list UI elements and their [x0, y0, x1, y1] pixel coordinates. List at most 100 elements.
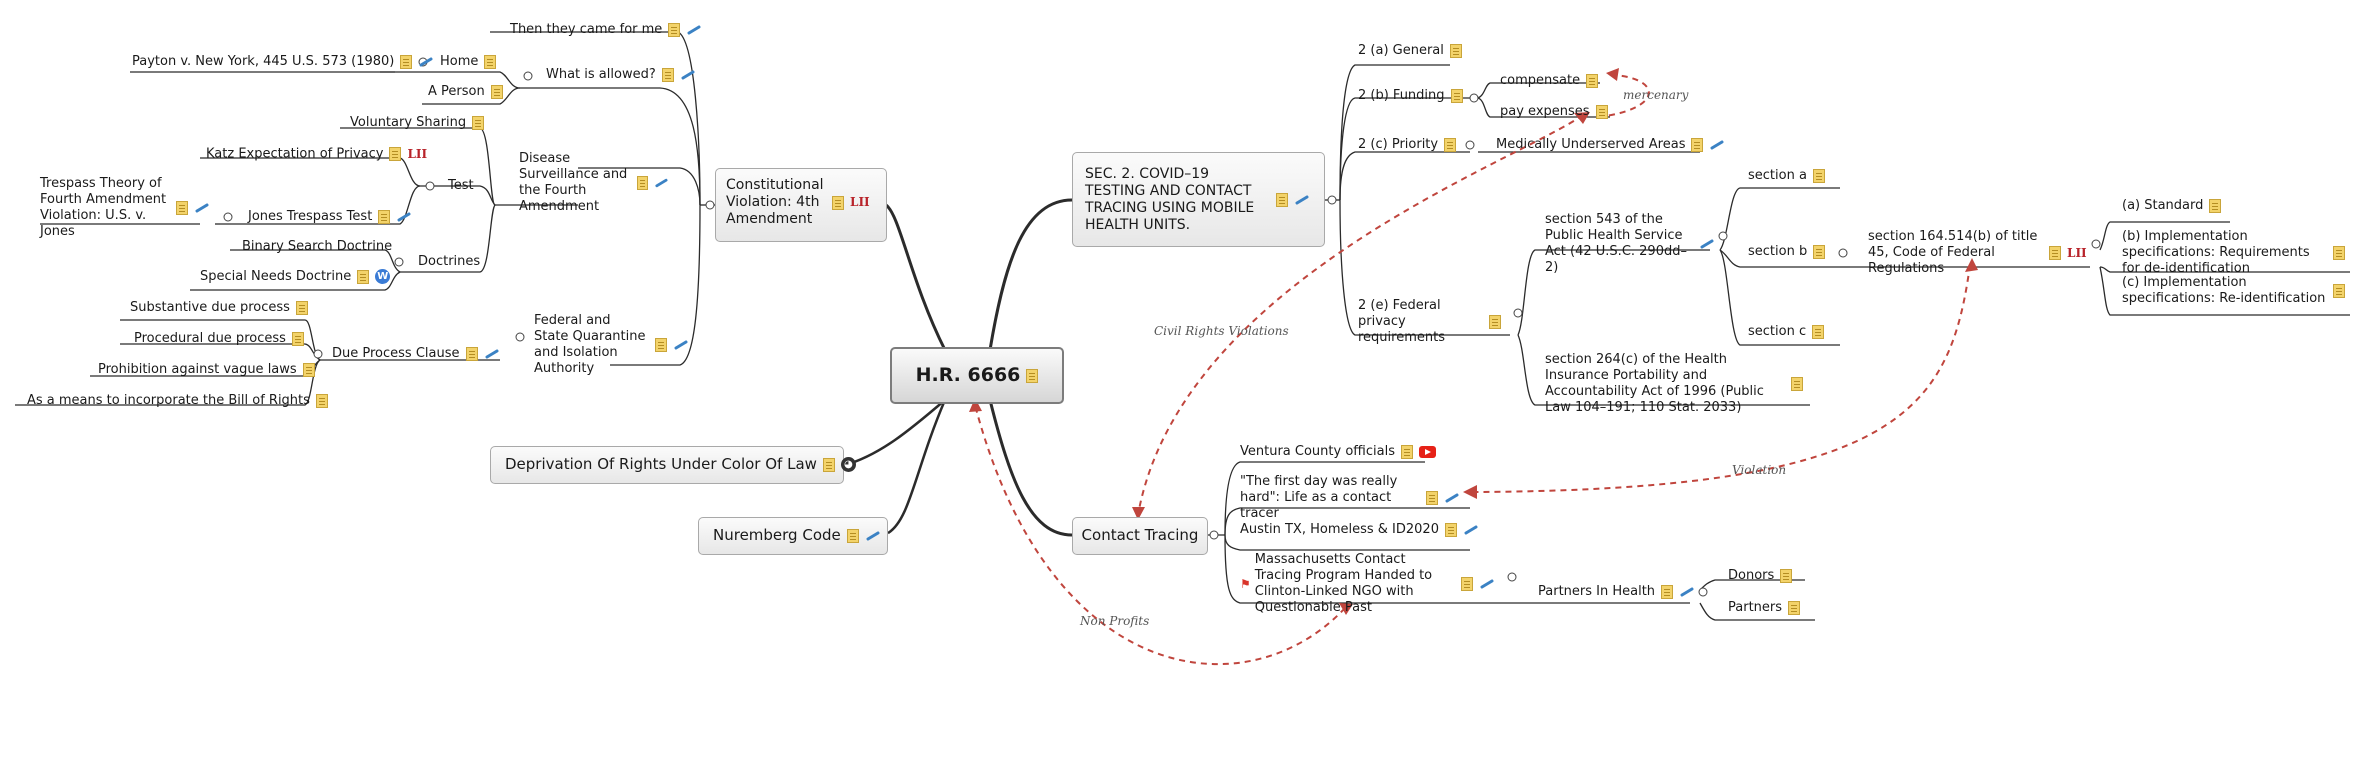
link-icon[interactable] [654, 176, 669, 190]
node-compensate[interactable]: compensate [1500, 73, 1599, 89]
node-section-a[interactable]: section a [1748, 168, 1825, 184]
note-icon[interactable] [822, 457, 835, 472]
link-icon[interactable] [1699, 237, 1715, 251]
note-icon[interactable] [1026, 368, 1039, 383]
note-icon[interactable] [295, 300, 308, 315]
node-jones[interactable]: Jones Trespass Test [248, 209, 412, 225]
root-topic[interactable]: H.R. 6666 [890, 347, 1064, 404]
note-icon[interactable] [636, 176, 649, 190]
note-icon[interactable] [378, 209, 391, 224]
node-section264[interactable]: section 264(c) of the Health Insurance P… [1545, 352, 1815, 416]
relation-violation[interactable]: Violation [1732, 463, 1787, 477]
clock-icon[interactable]: ◕ [840, 457, 856, 472]
node-section543[interactable]: section 543 of the Public Health Service… [1545, 212, 1725, 276]
note-icon[interactable] [655, 338, 667, 352]
node-section-b[interactable]: section b [1748, 244, 1826, 260]
note-icon[interactable] [484, 54, 497, 69]
note-icon[interactable] [2209, 198, 2222, 213]
lii-icon[interactable]: LII [407, 147, 428, 161]
node-funding[interactable]: 2 (b) Funding [1358, 88, 1463, 104]
note-icon[interactable] [1276, 192, 1288, 207]
note-icon[interactable] [1400, 444, 1413, 459]
note-icon[interactable] [472, 115, 485, 130]
node-incorporate[interactable]: As a means to incorporate the Bill of Ri… [27, 393, 328, 409]
link-icon[interactable] [194, 201, 210, 215]
node-underserved[interactable]: Medically Underserved Areas [1496, 137, 1725, 153]
note-icon[interactable] [2333, 246, 2345, 260]
note-icon[interactable] [1788, 600, 1801, 615]
node-federal-privacy[interactable]: 2 (e) Federal privacy requirements [1358, 298, 1518, 346]
node-home[interactable]: Home [440, 54, 497, 70]
relation-mercenary[interactable]: mercenary [1623, 88, 1689, 102]
node-ventura[interactable]: Ventura County officials [1240, 444, 1436, 460]
node-section-c[interactable]: section c [1748, 324, 1825, 340]
note-icon[interactable] [2049, 246, 2061, 260]
node-standard[interactable]: (a) Standard [2122, 198, 2222, 214]
lii-icon[interactable]: LII [850, 195, 870, 209]
topic-deprivation[interactable]: Deprivation Of Rights Under Color Of Law… [490, 446, 856, 484]
link-icon[interactable] [686, 23, 702, 37]
note-icon[interactable] [846, 528, 859, 543]
node-due-process[interactable]: Due Process Clause [332, 346, 500, 362]
link-icon[interactable] [1679, 585, 1695, 599]
link-icon[interactable] [1709, 138, 1725, 152]
note-icon[interactable] [1595, 104, 1608, 119]
link-icon[interactable] [1294, 193, 1310, 207]
note-icon[interactable] [302, 362, 315, 377]
node-voluntary-sharing[interactable]: Voluntary Sharing [350, 115, 485, 131]
note-icon[interactable] [1444, 137, 1457, 152]
note-icon[interactable] [1791, 377, 1803, 391]
topic-nuremberg[interactable]: Nuremberg Code [698, 517, 888, 555]
node-donors[interactable]: Donors [1728, 568, 1793, 584]
note-icon[interactable] [315, 393, 328, 408]
link-icon[interactable] [484, 347, 500, 361]
node-first-day[interactable]: "The first day was really hard": Life as… [1240, 474, 1470, 522]
note-icon[interactable] [176, 201, 188, 215]
node-federal-state[interactable]: Federal and State Quarantine and Isolati… [534, 313, 694, 377]
note-icon[interactable] [1444, 522, 1457, 537]
node-doctrines[interactable]: Doctrines [418, 254, 480, 270]
node-test[interactable]: Test [448, 178, 474, 194]
youtube-icon[interactable] [1418, 445, 1436, 458]
note-icon[interactable] [1586, 73, 1599, 88]
note-icon[interactable] [1449, 43, 1462, 58]
note-icon[interactable] [1450, 88, 1463, 103]
note-icon[interactable] [2333, 284, 2345, 298]
node-partners[interactable]: Partners [1728, 600, 1801, 616]
note-icon[interactable] [1691, 137, 1704, 152]
link-icon[interactable] [396, 210, 412, 224]
note-icon[interactable] [490, 84, 503, 99]
note-icon[interactable] [832, 195, 844, 210]
topic-contact-tracing[interactable]: Contact Tracing [1072, 517, 1208, 555]
note-icon[interactable] [1780, 568, 1793, 583]
note-icon[interactable] [1812, 324, 1825, 339]
node-general[interactable]: 2 (a) General [1358, 43, 1462, 59]
relation-non-profits[interactable]: Non Profits [1080, 614, 1150, 628]
note-icon[interactable] [291, 331, 304, 346]
node-substantive[interactable]: Substantive due process [130, 300, 308, 316]
node-section164[interactable]: section 164.514(b) of title 45, Code of … [1868, 229, 2093, 277]
topic-sec2[interactable]: SEC. 2. COVID–19 TESTING AND CONTACT TRA… [1072, 152, 1325, 247]
node-disease-surveillance[interactable]: Disease Surveillance and the Fourth Amen… [519, 151, 669, 215]
node-massachusetts[interactable]: ⚑Massachusetts Contact Tracing Program H… [1240, 552, 1510, 616]
node-binary-search[interactable]: Binary Search Doctrine [242, 239, 392, 255]
node-partners-health[interactable]: Partners In Health [1538, 584, 1695, 600]
wikipedia-icon[interactable]: W [375, 269, 391, 284]
note-icon[interactable] [1460, 577, 1473, 591]
note-icon[interactable] [465, 346, 478, 361]
link-icon[interactable] [680, 68, 696, 82]
node-c-impl[interactable]: (c) Implementation specifications: Re-id… [2122, 275, 2357, 307]
node-vague-laws[interactable]: Prohibition against vague laws [98, 362, 315, 378]
topic-constitutional[interactable]: Constitutional Violation: 4th Amendment … [715, 168, 887, 242]
note-icon[interactable] [1661, 584, 1674, 599]
note-icon[interactable] [1489, 315, 1501, 329]
note-icon[interactable] [1812, 168, 1825, 183]
lii-icon[interactable]: LII [2067, 246, 2087, 260]
note-icon[interactable] [389, 147, 402, 161]
node-priority[interactable]: 2 (c) Priority [1358, 137, 1457, 153]
link-icon[interactable] [865, 529, 881, 543]
note-icon[interactable] [661, 67, 674, 82]
link-icon[interactable] [418, 55, 434, 69]
node-a-person[interactable]: A Person [428, 84, 503, 100]
